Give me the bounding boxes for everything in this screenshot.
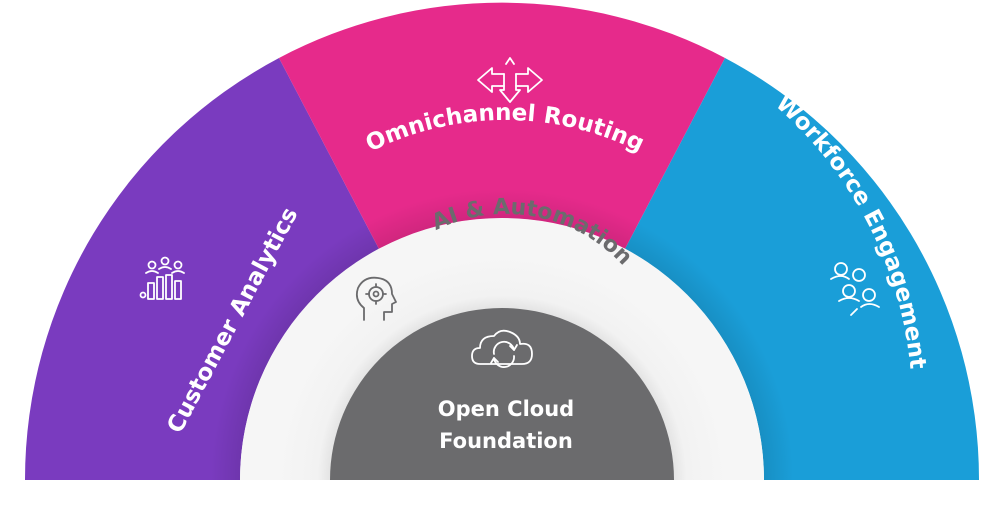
core-label-line1: Open Cloud bbox=[438, 397, 574, 421]
team-people-icon bbox=[830, 262, 880, 316]
analytics-people-chart-icon bbox=[139, 256, 185, 300]
core-label-line2: Foundation bbox=[439, 429, 573, 453]
segment-inner-shadow bbox=[25, 3, 979, 480]
open-cloud-core bbox=[330, 308, 674, 480]
cloud-sync-icon bbox=[471, 329, 533, 368]
routing-arrows-icon bbox=[477, 57, 543, 103]
head-gear-icon bbox=[355, 276, 397, 321]
